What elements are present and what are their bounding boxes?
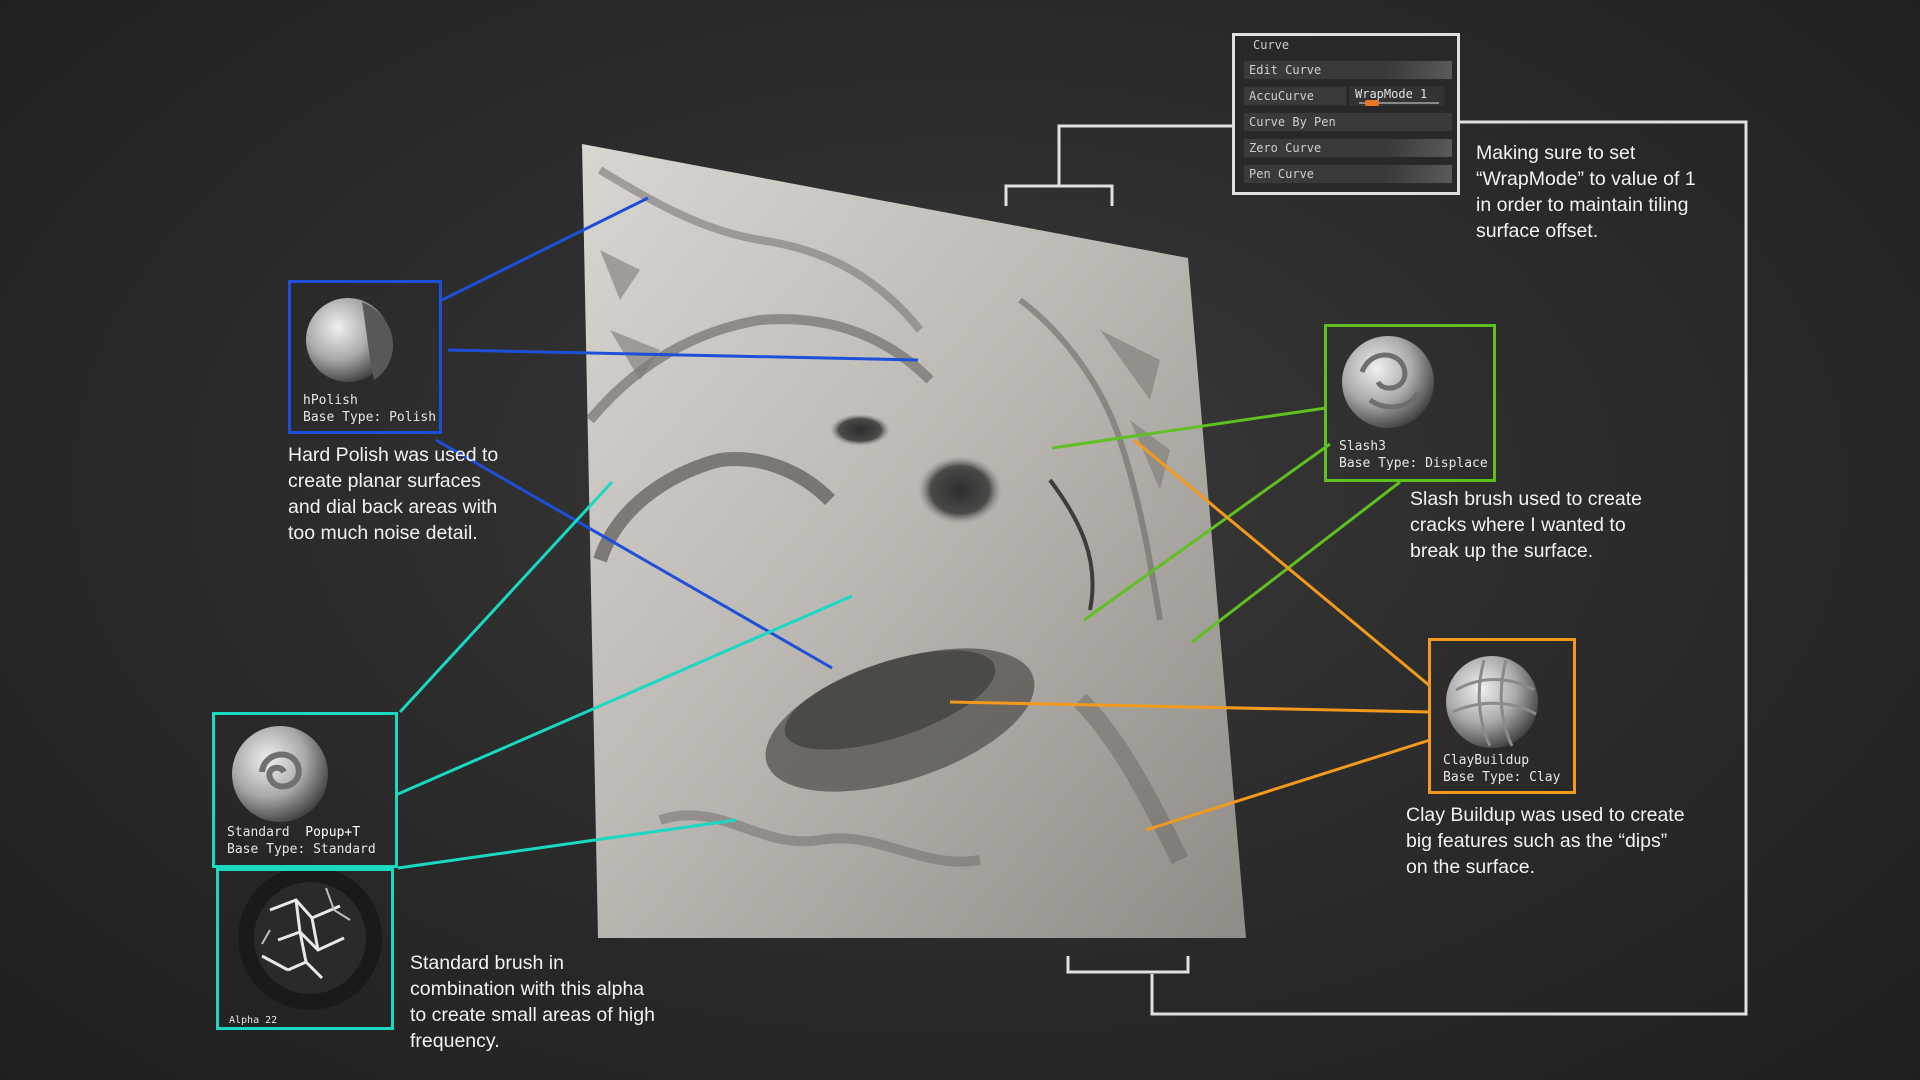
curve-by-pen-label: Curve By Pen: [1249, 115, 1336, 129]
hpolish-brush-name: hPolish: [303, 393, 358, 408]
tiling-brackets: [1004, 120, 1748, 1016]
hpolish-base-type: Base Type: Polish: [303, 410, 437, 425]
standard-annotation: Standard brush in combination with this …: [410, 952, 655, 1052]
hpolish-brush-card[interactable]: hPolish Base Type: Polish: [288, 280, 442, 434]
curve-by-pen-button[interactable]: Curve By Pen: [1243, 112, 1453, 132]
wrapmode-slider[interactable]: WrapMode 1: [1349, 86, 1445, 106]
claybuildup-base-type: Base Type: Clay: [1443, 770, 1561, 785]
accucurve-label: AccuCurve: [1249, 89, 1315, 103]
standard-connectors: [397, 480, 853, 870]
standard-sphere-icon: [232, 726, 328, 822]
standard-base-type: Base Type: Standard: [227, 842, 376, 857]
wrapmode-annotation: Making sure to set “WrapMode” to value o…: [1476, 142, 1696, 242]
slash-sphere-icon: [1342, 336, 1434, 428]
clay-connectors: [949, 438, 1431, 832]
alpha-card[interactable]: Alpha 22: [216, 868, 394, 1030]
edit-curve-slider[interactable]: Edit Curve: [1243, 60, 1453, 80]
sculpted-surface: [582, 144, 1246, 938]
hpolish-connectors: [435, 196, 919, 670]
accucurve-button[interactable]: AccuCurve: [1243, 86, 1347, 106]
slash3-brush-name: Slash3: [1339, 439, 1386, 454]
hpolish-sphere-icon: [306, 298, 394, 382]
curve-panel: Curve Edit Curve AccuCurve WrapMode 1 Cu…: [1232, 33, 1460, 195]
slash3-base-type: Base Type: Displace: [1339, 456, 1488, 471]
wrapmode-slider-knob[interactable]: [1365, 100, 1379, 106]
claybuildup-brush-name: ClayBuildup: [1443, 753, 1530, 768]
crack-alpha-icon: [238, 866, 382, 1010]
slash3-brush-card[interactable]: Slash3 Base Type: Displace: [1324, 324, 1496, 482]
claybuildup-brush-card[interactable]: ClayBuildup Base Type: Clay: [1428, 638, 1576, 794]
pen-curve-slider[interactable]: Pen Curve: [1243, 164, 1453, 184]
alpha-name: Alpha 22: [229, 1015, 278, 1026]
edit-curve-label: Edit Curve: [1249, 63, 1322, 77]
clay-sphere-icon: [1446, 656, 1538, 748]
hpolish-annotation: Hard Polish was used to create planar su…: [288, 444, 499, 544]
wrapmode-label: WrapMode 1: [1355, 87, 1428, 101]
slash-annotation: Slash brush used to create cracks where …: [1410, 488, 1642, 562]
standard-name-text: Standard: [227, 825, 290, 840]
slash-connectors: [1051, 406, 1401, 644]
standard-brush-name: Standard Popup+T: [227, 825, 360, 840]
standard-shortcut: Popup+T: [305, 825, 361, 840]
standard-brush-card[interactable]: Standard Popup+T Base Type: Standard: [212, 712, 398, 868]
zero-curve-slider[interactable]: Zero Curve: [1243, 138, 1453, 158]
clay-annotation: Clay Buildup was used to create big feat…: [1406, 804, 1685, 878]
zero-curve-label: Zero Curve: [1249, 141, 1322, 155]
pen-curve-label: Pen Curve: [1249, 167, 1315, 181]
curve-panel-title: Curve: [1253, 38, 1290, 52]
